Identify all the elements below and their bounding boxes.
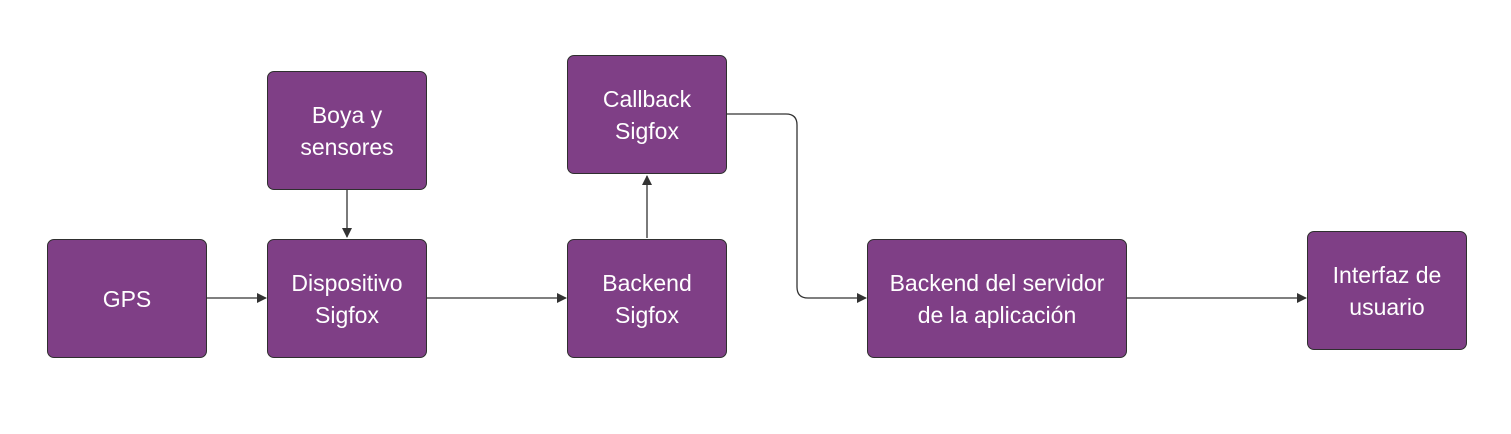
node-callback-sigfox-label: Callback Sigfox [602, 85, 692, 144]
node-interfaz-de-usuario-label: Interfaz de usuario [1332, 261, 1442, 320]
node-backend-servidor: Backend del servidor de la aplicación [867, 239, 1127, 358]
node-dispositivo-sigfox-label: Dispositivo Sigfox [291, 269, 403, 328]
node-boya-y-sensores: Boya y sensores [267, 71, 427, 190]
node-gps: GPS [47, 239, 207, 358]
node-interfaz-de-usuario: Interfaz de usuario [1307, 231, 1467, 350]
node-backend-sigfox-label: Backend Sigfox [602, 269, 692, 328]
node-gps-label: GPS [102, 285, 152, 312]
node-callback-sigfox: Callback Sigfox [567, 55, 727, 174]
node-backend-servidor-label: Backend del servidor de la aplicación [889, 269, 1105, 328]
edge-callback-to-backend-servidor [727, 113, 867, 303]
node-backend-sigfox: Backend Sigfox [567, 239, 727, 358]
node-dispositivo-sigfox: Dispositivo Sigfox [267, 239, 427, 358]
node-boya-y-sensores-label: Boya y sensores [300, 101, 394, 160]
